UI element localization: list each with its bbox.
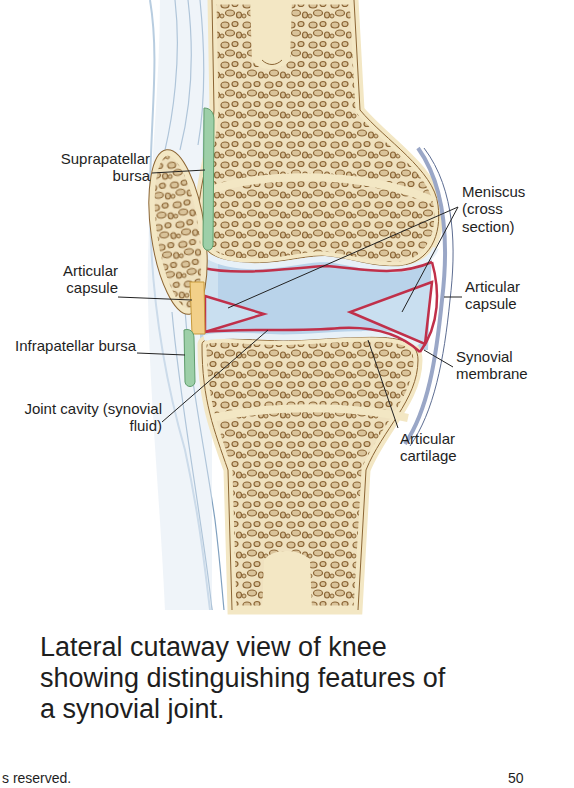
part-label: Articular capsule bbox=[28, 262, 118, 297]
page-number: 50 bbox=[508, 770, 548, 786]
part-label: Articular cartilage bbox=[400, 430, 490, 465]
part-label: Synovial membrane bbox=[456, 348, 552, 383]
figure-caption: Lateral cutaway view of knee showing dis… bbox=[40, 632, 450, 725]
part-label: Suprapatellar bursa bbox=[30, 150, 150, 185]
part-label: Meniscus (cross section) bbox=[462, 183, 552, 235]
part-label: Articular capsule bbox=[465, 278, 557, 313]
part-label: Joint cavity (synovial fluid) bbox=[22, 400, 162, 435]
part-label: Infrapatellar bursa bbox=[8, 337, 136, 354]
copyright-note: s reserved. bbox=[2, 770, 122, 786]
